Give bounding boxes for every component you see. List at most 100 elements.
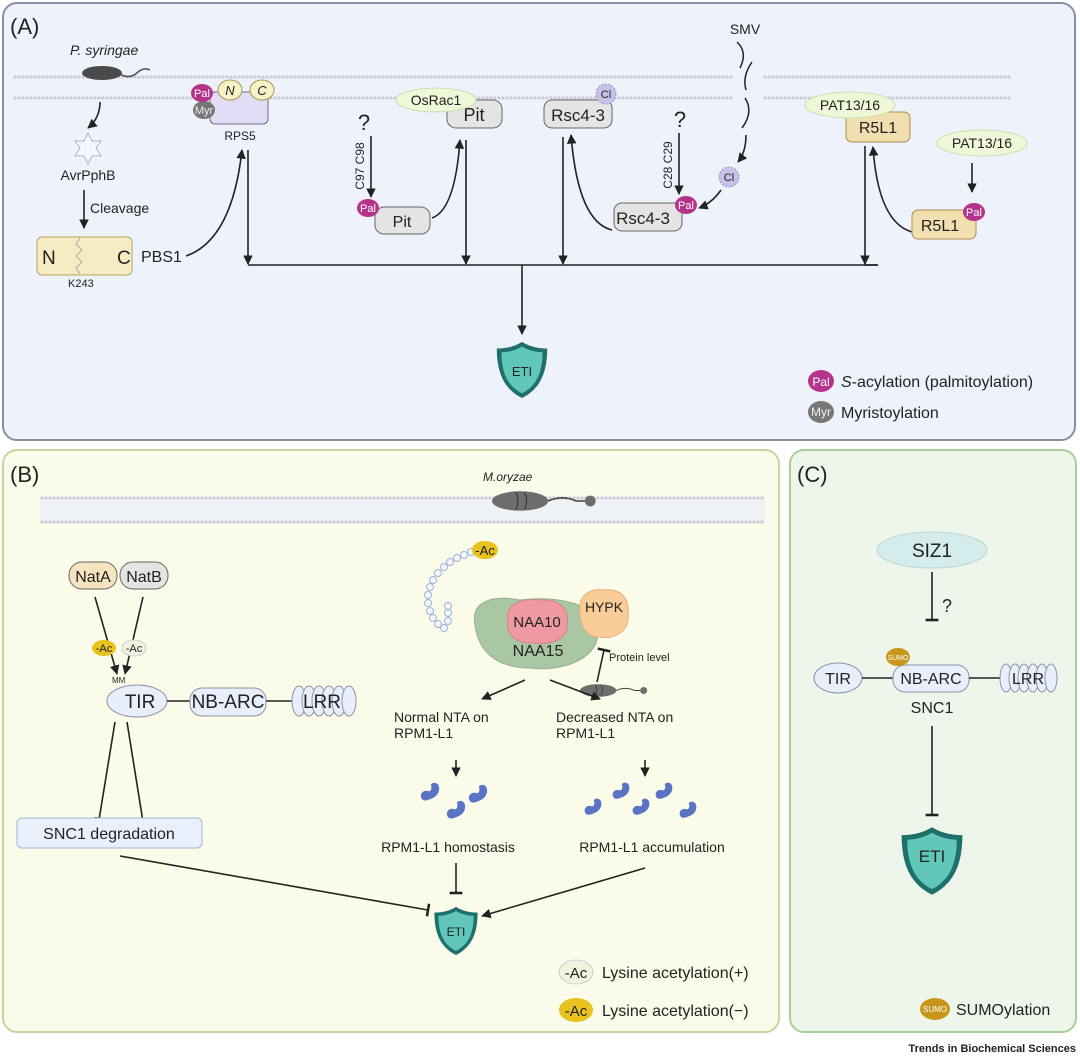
legend-acetylation-minus: -Ac Lysine acetylation(−) <box>559 998 749 1022</box>
arrow <box>481 867 646 919</box>
svg-text:Myr: Myr <box>811 405 831 419</box>
svg-text:Pal: Pal <box>966 207 982 219</box>
chloride-icon: Cl <box>718 166 740 188</box>
hypk-protein: HYPK <box>579 589 629 639</box>
legend-sumoylation: SUMO SUMOylation <box>920 998 1050 1020</box>
arrow <box>185 149 246 257</box>
svg-text:SIZ1: SIZ1 <box>912 541 952 562</box>
eti-shield-icon: ETI <box>901 827 963 895</box>
pit-sites-label: C97 C98 <box>353 142 367 190</box>
svg-text:NatA: NatA <box>75 569 111 586</box>
rps5-label: RPS5 <box>224 129 256 143</box>
siz1-protein: SIZ1 <box>876 531 988 569</box>
svg-text:-Ac: -Ac <box>475 543 495 558</box>
rsc4-3-protein-palmitoylated: Rsc4-3 Pal <box>613 196 697 232</box>
svg-text:Pal: Pal <box>678 200 694 212</box>
svg-text:SUMOylation: SUMOylation <box>956 1002 1050 1019</box>
arrow <box>122 596 144 675</box>
svg-text:Lysine acetylation(−): Lysine acetylation(−) <box>602 1003 749 1020</box>
svg-text:NB-ARC: NB-ARC <box>192 692 265 713</box>
acetylation-plus-badge: -Ac <box>121 639 147 657</box>
svg-text:LRR: LRR <box>1012 671 1044 688</box>
panel-a: (A) P. syringae AvrPphB Cleavage N C K24… <box>2 2 1076 441</box>
pit-protein-membrane: Pit OsRac1 <box>395 87 503 129</box>
panel-b: (B) M.oryzae NatA NatB -Ac -Ac TIR <box>2 449 780 1033</box>
arrow <box>431 139 465 219</box>
svg-text:Myr: Myr <box>195 105 214 117</box>
svg-text:OsRac1: OsRac1 <box>411 92 462 108</box>
svg-text:SNC1 degradation: SNC1 degradation <box>43 826 175 843</box>
effector-label: AvrPphB <box>61 167 116 183</box>
pbs1-protein: N C <box>36 236 133 276</box>
svg-text:N: N <box>225 83 235 98</box>
legend-palmitoylation: Pal S-acylation (palmitoylation) <box>808 370 1033 392</box>
svg-text:SUMO: SUMO <box>888 655 910 662</box>
accumulation-label: RPM1-L1 accumulation <box>579 839 725 855</box>
snc1-domains-b: TIR NB-ARC LRR <box>106 684 357 718</box>
membrane <box>40 496 767 524</box>
eti-shield-icon: ETI <box>496 342 548 398</box>
natb-complex: NatB <box>119 561 169 590</box>
unknown-question-mark: ? <box>358 110 370 135</box>
arrow <box>94 721 116 827</box>
panel-b-label: (B) <box>10 462 39 487</box>
unknown-question-mark: ? <box>942 596 952 616</box>
svg-text:PAT13/16: PAT13/16 <box>820 97 880 113</box>
eti-shield-icon: ETI <box>434 907 478 955</box>
svg-text:Myristoylation: Myristoylation <box>841 405 939 422</box>
protein-level-label: Protein level <box>609 652 670 664</box>
arrow <box>868 146 913 233</box>
r5l1-protein-membrane: R5L1 PAT13/16 <box>804 91 911 143</box>
virus-rna-icon <box>736 41 753 129</box>
journal-footer: Trends in Biochemical Sciences <box>908 1043 1076 1055</box>
acetylation-minus-badge: -Ac <box>472 541 498 559</box>
svg-text:Pit: Pit <box>463 105 484 125</box>
homostasis-label: RPM1-L1 homostasis <box>381 839 515 855</box>
naa10-subunit: NAA10 <box>507 599 569 644</box>
mm-label: MM <box>112 676 126 685</box>
smv-label: SMV <box>730 21 761 37</box>
pathogen-label: M.oryzae <box>483 470 533 484</box>
svg-text:Rsc4-3: Rsc4-3 <box>616 209 670 228</box>
svg-text:NB-ARC: NB-ARC <box>900 671 961 688</box>
snc1-domains-c: TIR NB-ARC LRR SUMO <box>813 648 1058 694</box>
svg-text:Lysine acetylation(+): Lysine acetylation(+) <box>602 965 749 982</box>
panel-c-label: (C) <box>797 462 828 487</box>
svg-text:LRR: LRR <box>303 692 341 713</box>
svg-text:NatB: NatB <box>126 569 162 586</box>
arrow <box>549 679 601 701</box>
svg-text:C: C <box>117 248 131 269</box>
svg-text:R5L1: R5L1 <box>859 120 897 137</box>
svg-text:-Ac: -Ac <box>565 965 588 982</box>
svg-text:ETI: ETI <box>919 847 945 866</box>
legend-acetylation-plus: -Ac Lysine acetylation(+) <box>558 959 749 985</box>
cleavage-site-label: K243 <box>68 278 94 290</box>
panel-c: (C) SIZ1 ? TIR NB-ARC LRR SUMO SNC1 ETI <box>789 449 1077 1033</box>
r5l1-protein-palmitoylated: R5L1 Pal <box>911 203 985 240</box>
bacterium-icon <box>82 66 151 80</box>
rsc4-3-protein-membrane: Rsc4-3 Cl <box>543 83 617 129</box>
svg-text:HYPK: HYPK <box>585 599 624 615</box>
pat13-16-enzyme: PAT13/16 <box>936 129 1028 157</box>
snc1-degradation-box: SNC1 degradation <box>16 817 203 849</box>
svg-text:N: N <box>42 248 56 269</box>
svg-text:Pit: Pit <box>393 214 412 231</box>
rsc-sites-label: C28 C29 <box>661 141 675 189</box>
arrow <box>737 134 748 163</box>
svg-text:S-acylation (palmitoylation): S-acylation (palmitoylation) <box>841 374 1033 391</box>
panel-c-frame <box>789 449 1077 1033</box>
svg-text:-Ac: -Ac <box>126 643 143 655</box>
inhibition-line <box>119 855 431 917</box>
arrow <box>698 189 722 210</box>
inhibition-line <box>596 647 611 683</box>
snc1-label: SNC1 <box>911 700 954 717</box>
star-icon <box>74 131 102 166</box>
pathogen-label: P. syringae <box>70 42 138 58</box>
arrow <box>87 101 101 129</box>
svg-text:-Ac: -Ac <box>565 1003 588 1020</box>
svg-text:NAA10: NAA10 <box>513 614 561 631</box>
cleavage-label: Cleavage <box>90 200 149 216</box>
svg-text:Cl: Cl <box>724 172 734 184</box>
